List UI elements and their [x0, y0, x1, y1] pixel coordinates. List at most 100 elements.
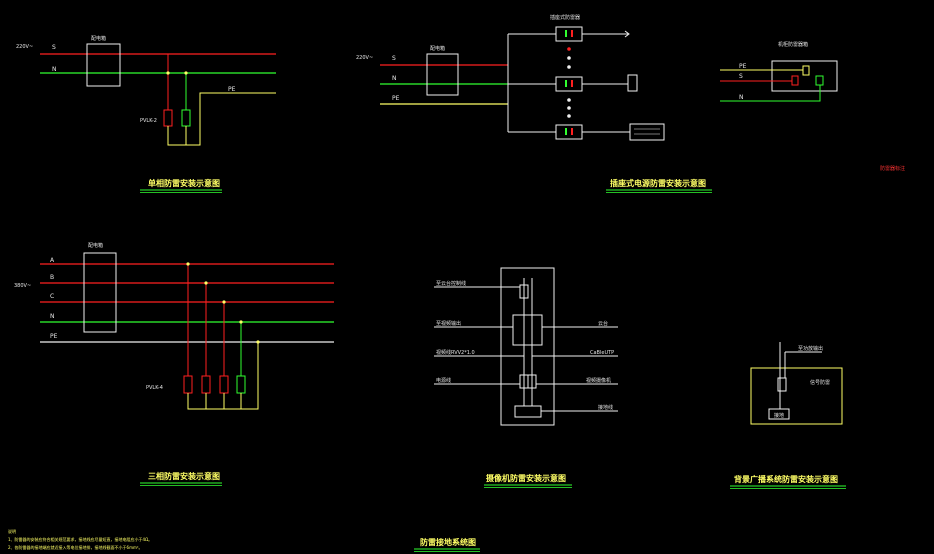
socket-pin [571, 80, 573, 87]
camera-right-label-3: 视频摄像机 [586, 377, 611, 384]
single-phase-spd-ground [167, 126, 187, 146]
single-phase-distribution-box [86, 43, 121, 87]
note-line-1: 1、防雷器的安装应符合相关规范要求，接地线应尽量短直，接地电阻应小于4Ω。 [8, 536, 152, 542]
single-phase-pe-line [186, 92, 276, 146]
junction-dot [184, 71, 188, 75]
broadcast-top-label: 至功放输出 [798, 345, 823, 352]
rack-s-terminal [791, 75, 799, 86]
three-phase-spd-n [236, 375, 246, 394]
system-title: 防雷接地系统图 [420, 537, 476, 547]
footer: 说明 1、防雷器的安装应符合相关规范要求，接地线应尽量短直，接地电阻应小于4Ω。… [8, 528, 480, 552]
camera-left-label-4: 电源线 [436, 377, 451, 384]
continuation-dot [567, 98, 571, 102]
rack-pe-terminal [802, 65, 810, 76]
three-phase-spd-label: PVLK-4 [146, 385, 163, 391]
camera-left-label-2: 至视频输出 [436, 320, 461, 327]
camera-title: 摄像机防雷安装示意图 [486, 473, 566, 483]
plugin-diagram: 220V~ S N PE 配电箱 插座式防雷器 [356, 14, 712, 193]
three-phase-spd-b [201, 375, 211, 394]
camera-left-label-1: 至云台控制线 [436, 280, 466, 287]
three-phase-box-label: 配电箱 [88, 242, 103, 249]
junction-dot [166, 71, 170, 75]
note-line-2: 2、各防雷器的接地端应就近接入等电位接地排，接地线截面不小于6mm²。 [8, 544, 143, 550]
three-phase-supply-label: 380V~ [14, 283, 31, 289]
rack-line-n [720, 85, 821, 102]
socket-pin [571, 30, 573, 37]
three-phase-ground-bus [187, 342, 259, 410]
three-phase-line-n-label: N [50, 313, 55, 320]
broadcast-spd-label: 信号防雷 [810, 379, 830, 386]
continuation-dot [567, 56, 571, 60]
rack-label: 机柜防雷器箱 [778, 41, 808, 48]
single-phase-pe-label: PE [228, 86, 236, 93]
continuation-dot [567, 47, 571, 51]
camera-spd-module [512, 314, 543, 346]
junction-dot [256, 340, 260, 344]
plugin-line-n-label: N [392, 75, 397, 82]
broadcast-ground [768, 408, 790, 420]
plugin-line-s-label: S [392, 55, 396, 62]
plugin-top-label: 插座式防雷器 [550, 14, 580, 21]
camera-ground-bar [514, 405, 542, 418]
broadcast-box [750, 367, 843, 425]
plugin-supply-label: 220V~ [356, 55, 373, 61]
red-annotation: 防雷器标注 [880, 165, 905, 172]
camera-right-label-4: 接地线 [598, 404, 613, 411]
broadcast-diagram: 至功放输出 信号防雷 接地 背景广播系统防雷安装示意图 [730, 342, 846, 489]
camera-spd-cabinet [500, 267, 555, 426]
socket-pin [565, 80, 567, 87]
arrow-icon [624, 30, 630, 38]
rack-line-pe-label: PE [739, 63, 747, 70]
plugin-line-pe-label: PE [392, 95, 400, 102]
junction-dot [204, 281, 208, 285]
continuation-dot [567, 114, 571, 118]
plugin-box-label: 配电箱 [430, 45, 445, 52]
three-phase-diagram: 380V~ A B C N PE 配电箱 PVLK-4 三相防雷安装示意图 [14, 242, 334, 486]
camera-left-label-3: 视频线RVV2*1.0 [436, 349, 475, 356]
plugin-spd-socket-1 [555, 26, 583, 42]
junction-dot [186, 262, 190, 266]
junction-dot [239, 320, 243, 324]
camera-right-label-1: 云台 [598, 320, 608, 327]
single-phase-spd-n [181, 109, 191, 127]
socket-pin [565, 128, 567, 135]
single-phase-box-label: 配电箱 [91, 35, 106, 42]
rack-box [771, 60, 838, 92]
broadcast-title: 背景广播系统防雷安装示意图 [734, 474, 838, 484]
rack-line-n-label: N [739, 94, 744, 101]
plugin-title: 插座式电源防雷安装示意图 [610, 178, 706, 188]
plugin-spd-socket-2 [555, 76, 583, 92]
three-phase-title: 三相防雷安装示意图 [148, 471, 220, 481]
camera-signal-spd [519, 284, 529, 299]
single-phase-supply-label: 220V~ [16, 44, 33, 50]
broadcast-ground-label: 接地 [774, 412, 784, 419]
three-phase-spd-a [183, 375, 193, 394]
single-phase-line-s-label: S [52, 44, 56, 51]
single-phase-diagram: 220V~ S N 配电箱 PE PVLK-2 单相防雷安装示意图 [16, 35, 276, 193]
three-phase-spd-c [219, 375, 229, 394]
three-phase-line-b-label: B [50, 274, 54, 281]
notes-heading: 说明 [8, 528, 16, 534]
single-phase-spd-label: PVLK-2 [140, 118, 157, 124]
server-rack-icon [629, 123, 665, 141]
three-phase-line-a-label: A [50, 257, 55, 264]
camera-power-spd [527, 374, 537, 389]
three-phase-line-pe-label: PE [50, 333, 58, 340]
continuation-dot [567, 106, 571, 110]
three-phase-distribution-box [83, 252, 117, 333]
junction-dot [222, 300, 226, 304]
plugin-distribution-box [426, 53, 459, 96]
socket-pin [565, 30, 567, 37]
plugin-spd-socket-3 [555, 124, 583, 140]
camera-right-label-2: CaBleUTP [590, 350, 614, 356]
single-phase-spd-l [163, 109, 173, 127]
pc-icon [627, 74, 638, 92]
three-phase-line-c-label: C [50, 293, 54, 300]
broadcast-spd [777, 377, 787, 392]
rack-line-s-label: S [739, 73, 743, 80]
single-phase-title: 单相防雷安装示意图 [148, 178, 220, 188]
rack-diagram: 机柜防雷器箱 PE S N 防雷器标注 [720, 41, 905, 172]
socket-pin [571, 128, 573, 135]
continuation-dot [567, 65, 571, 69]
